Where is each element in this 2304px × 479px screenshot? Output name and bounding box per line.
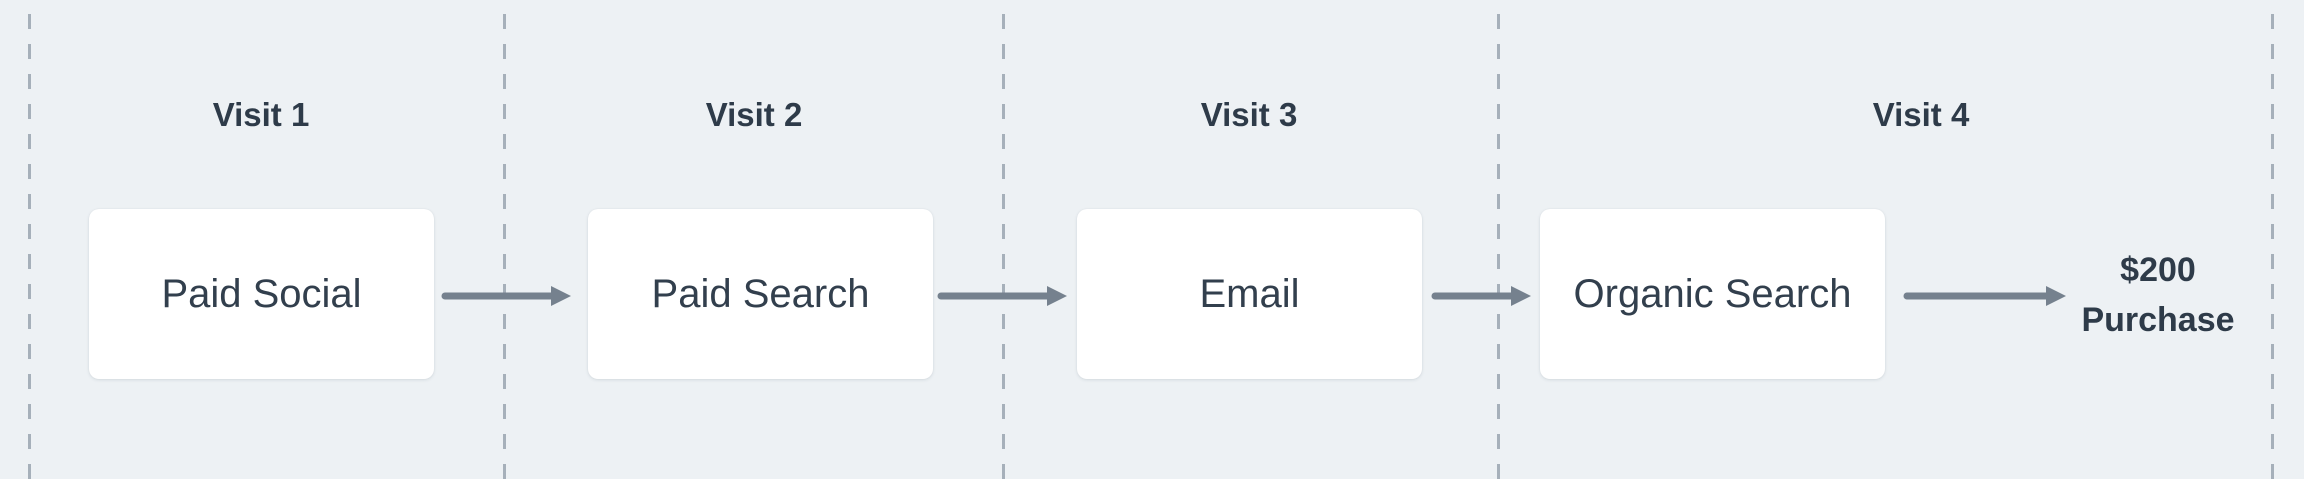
channel-label-organic-search: Organic Search bbox=[1573, 271, 1852, 316]
arrow-right-icon bbox=[937, 286, 1067, 306]
arrow-right-icon bbox=[1903, 286, 2066, 306]
session-divider-dashed-line bbox=[1497, 14, 1500, 479]
conversion-event: Purchase bbox=[2081, 301, 2235, 339]
channel-card-paid-search: Paid Search bbox=[588, 209, 933, 379]
visit-label-1: Visit 1 bbox=[212, 96, 310, 133]
conversion-value: $200 Purchase bbox=[2081, 245, 2234, 345]
conversion-amount: $200 bbox=[2120, 251, 2196, 289]
session-divider-dashed-line bbox=[2271, 14, 2274, 479]
channel-card-email: Email bbox=[1077, 209, 1422, 379]
visit-label-3: Visit 3 bbox=[1200, 96, 1298, 133]
arrow-right-icon bbox=[441, 286, 571, 306]
visit-label-4: Visit 4 bbox=[1872, 96, 1970, 133]
channel-label-email: Email bbox=[1199, 271, 1300, 316]
visit-label-2: Visit 2 bbox=[705, 96, 803, 133]
session-divider-dashed-line bbox=[28, 14, 31, 479]
channel-card-organic-search: Organic Search bbox=[1540, 209, 1885, 379]
channel-label-paid-social: Paid Social bbox=[161, 271, 362, 316]
arrow-right-icon bbox=[1431, 286, 1531, 306]
session-divider-dashed-line bbox=[1002, 14, 1005, 479]
channel-label-paid-search: Paid Search bbox=[651, 271, 870, 316]
session-divider-dashed-line bbox=[503, 14, 506, 479]
channel-card-paid-social: Paid Social bbox=[89, 209, 434, 379]
